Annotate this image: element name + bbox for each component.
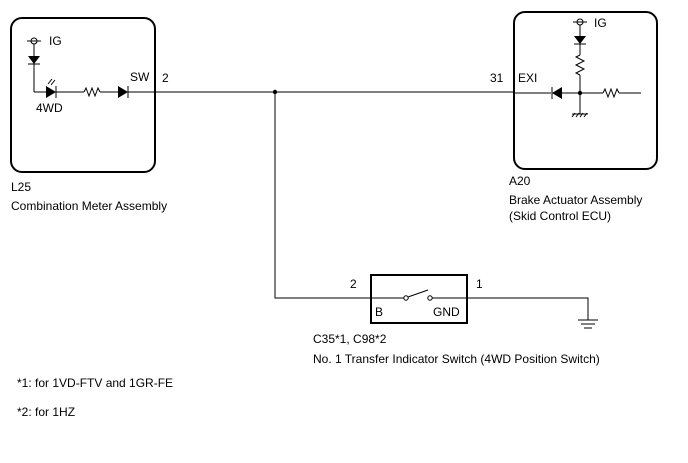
- ecu-pin-label: 31: [490, 71, 504, 85]
- ecu-supply-label: IG: [594, 16, 607, 30]
- ecu-box: [513, 11, 658, 170]
- brake-actuator-assembly: IG EXI: [513, 11, 658, 170]
- resistor-icon: [574, 54, 586, 76]
- meter-pin-label: 2: [162, 71, 169, 85]
- ground-wire: [467, 297, 589, 320]
- resistor-icon: [83, 86, 101, 98]
- switch-terminal-left: B: [375, 305, 383, 319]
- branch-wire: [274, 92, 371, 299]
- meter-indicator-label: 4WD: [36, 101, 63, 115]
- switch-name-label: No. 1 Transfer Indicator Switch (4WD Pos…: [313, 352, 600, 366]
- power-supply-icon: [573, 18, 587, 55]
- switch-terminal-right: GND: [433, 305, 460, 319]
- switch-pin-left: 2: [350, 277, 357, 291]
- combination-meter-assembly: IG 4WD SW: [10, 17, 156, 173]
- ecu-name-line2: (Skid Control ECU): [509, 209, 611, 223]
- transfer-indicator-switch: B GND: [370, 274, 468, 324]
- meter-name-label: Combination Meter Assembly: [11, 199, 167, 213]
- switch-connector-label: C35*1, C98*2: [313, 332, 387, 346]
- ecu-name-line1: Brake Actuator Assembly: [509, 193, 642, 207]
- resistor-icon: [602, 87, 620, 99]
- meter-box: [10, 17, 156, 173]
- ground-icon: [578, 319, 598, 329]
- ecu-connector-label: A20: [509, 174, 531, 188]
- meter-terminal-name: SW: [130, 70, 150, 84]
- footnote-1: *1: for 1VD-FTV and 1GR-FE: [17, 376, 173, 390]
- power-supply-icon: [27, 37, 41, 92]
- switch-icon: [371, 289, 467, 301]
- ecu-terminal-name: EXI: [518, 71, 537, 85]
- footnote-2: *2: for 1HZ: [17, 405, 75, 419]
- meter-connector-label: L25: [11, 180, 31, 194]
- ground-icon: [571, 112, 588, 118]
- diode-icon: [514, 87, 580, 99]
- led-icon: [46, 78, 57, 98]
- diode-icon: [118, 86, 129, 98]
- switch-pin-right: 1: [476, 277, 483, 291]
- switch-box: [370, 274, 468, 324]
- meter-supply-label: IG: [49, 34, 62, 48]
